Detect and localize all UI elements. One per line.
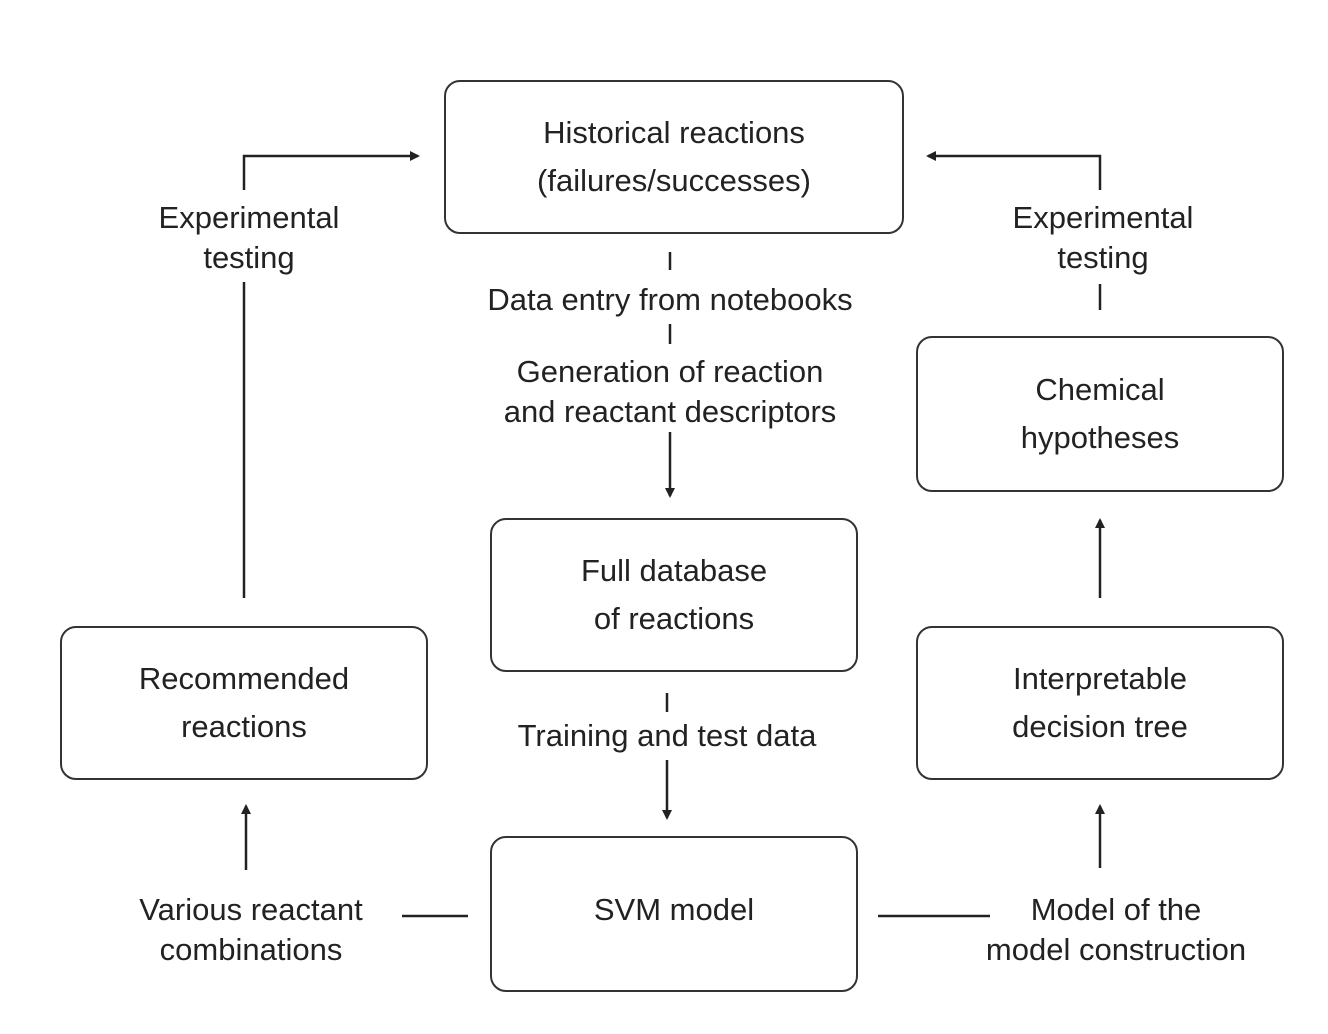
generation-label: Generation of reaction and reactant desc… — [445, 352, 895, 432]
svm-model-label: SVM model — [593, 892, 755, 927]
various-combinations-line1: Various reactant — [139, 892, 363, 927]
full-database-line1: Full database — [580, 553, 768, 588]
arrow-left-loop-upper — [242, 151, 420, 190]
decision-tree-box: Interpretable decision tree — [916, 626, 1284, 780]
full-database-box: Full database of reactions — [490, 518, 858, 672]
experimental-testing-right-line2: testing — [1057, 240, 1149, 275]
recommended-reactions-line2: reactions — [181, 709, 307, 744]
recommended-reactions-box: Recommended reactions — [60, 626, 428, 780]
historical-reactions-box: Historical reactions (failures/successes… — [444, 80, 904, 234]
decision-tree-line1: Interpretable — [1012, 661, 1188, 696]
generation-line2: and reactant descriptors — [503, 394, 837, 429]
training-data-label: Training and test data — [517, 718, 817, 753]
experimental-testing-left-line1: Experimental — [158, 200, 340, 235]
chemical-hypotheses-line1: Chemical — [1035, 372, 1165, 407]
various-combinations-label: Various reactant combinations — [101, 890, 401, 970]
chemical-hypotheses-line2: hypotheses — [1020, 420, 1180, 455]
arrow-right-loop-upper — [926, 151, 1102, 190]
model-of-model-label: Model of the model construction — [956, 890, 1276, 970]
experimental-testing-left-label: Experimental testing — [124, 198, 374, 278]
full-database-line2: of reactions — [593, 601, 755, 636]
svm-model-box: SVM model — [490, 836, 858, 992]
chemical-hypotheses-box: Chemical hypotheses — [916, 336, 1284, 492]
historical-reactions-line1: Historical reactions — [543, 115, 805, 150]
experimental-testing-right-line1: Experimental — [1012, 200, 1194, 235]
experimental-testing-left-line2: testing — [203, 240, 295, 275]
generation-line1: Generation of reaction — [516, 354, 824, 389]
experimental-testing-right-label: Experimental testing — [978, 198, 1228, 278]
recommended-reactions-line1: Recommended — [138, 661, 350, 696]
historical-reactions-line2: (failures/successes) — [537, 163, 811, 198]
model-of-model-line1: Model of the — [1030, 892, 1202, 927]
model-of-model-line2: model construction — [985, 932, 1247, 967]
data-entry-label: Data entry from notebooks — [487, 282, 853, 317]
decision-tree-line2: decision tree — [1012, 709, 1188, 744]
various-combinations-line2: combinations — [159, 932, 343, 967]
